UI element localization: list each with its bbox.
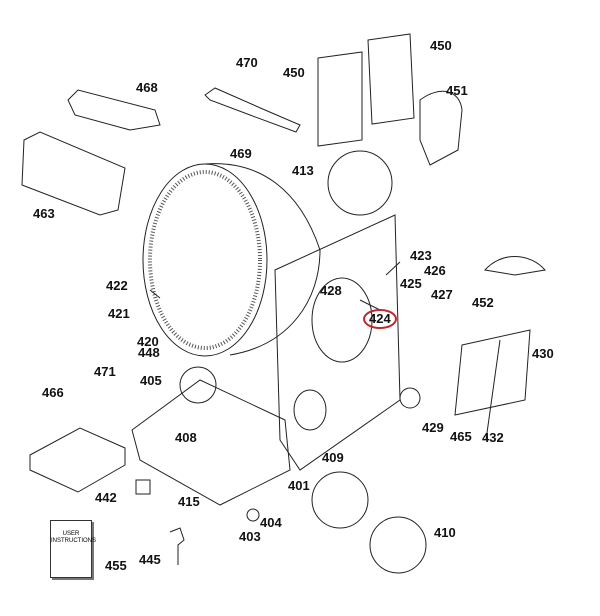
base-401 — [131, 379, 291, 506]
part-470 — [204, 87, 301, 133]
part-label-471[interactable]: 471 — [94, 364, 116, 379]
part-label-452[interactable]: 452 — [472, 295, 494, 310]
rear-panel-423 — [274, 214, 401, 471]
part-label-448[interactable]: 448 — [138, 345, 160, 360]
part-label-442[interactable]: 442 — [95, 490, 117, 505]
part-label-403[interactable]: 403 — [239, 529, 261, 544]
motor-405 — [179, 366, 217, 404]
rear-opening — [293, 389, 327, 431]
part-label-429[interactable]: 429 — [422, 420, 444, 435]
part-label-410[interactable]: 410 — [434, 525, 456, 540]
part-label-450[interactable]: 450 — [430, 38, 452, 53]
part-442 — [135, 479, 151, 495]
part-label-409[interactable]: 409 — [322, 450, 344, 465]
seal-429 — [399, 387, 421, 409]
part-label-421[interactable]: 421 — [108, 306, 130, 321]
part-label-404[interactable]: 404 — [260, 515, 282, 530]
part-label-415[interactable]: 415 — [178, 494, 200, 509]
part-label-423[interactable]: 423 — [410, 248, 432, 263]
fan-410b — [369, 516, 427, 574]
panel-450-left — [317, 51, 363, 147]
part-label-401[interactable]: 401 — [288, 478, 310, 493]
foot-404 — [246, 508, 260, 522]
part-label-455[interactable]: 455 — [105, 558, 127, 573]
part-label-426[interactable]: 426 — [424, 263, 446, 278]
panel-450-right — [367, 33, 415, 125]
part-label-465[interactable]: 465 — [450, 429, 472, 444]
part-label-450[interactable]: 450 — [283, 65, 305, 80]
fan-410a — [311, 471, 369, 529]
part-label-420[interactable]: 420 — [137, 334, 159, 349]
filter-463 — [21, 131, 126, 216]
part-label-427[interactable]: 427 — [431, 287, 453, 302]
inset-413 — [327, 150, 393, 216]
part-label-451[interactable]: 451 — [446, 83, 468, 98]
part-label-405[interactable]: 405 — [140, 373, 162, 388]
part-label-468[interactable]: 468 — [136, 80, 158, 95]
part-label-469[interactable]: 469 — [230, 146, 252, 161]
user-instructions-manual: USER INSTRUCTIONS — [50, 520, 96, 578]
part-label-445[interactable]: 445 — [139, 552, 161, 567]
part-label-422[interactable]: 422 — [106, 278, 128, 293]
part-label-425[interactable]: 425 — [400, 276, 422, 291]
duct-451 — [419, 90, 463, 166]
part-468 — [67, 89, 161, 131]
part-label-408[interactable]: 408 — [175, 430, 197, 445]
part-452 — [484, 256, 546, 276]
part-label-430[interactable]: 430 — [532, 346, 554, 361]
part-label-463[interactable]: 463 — [33, 206, 55, 221]
part-466 — [29, 427, 126, 493]
part-label-470[interactable]: 470 — [236, 55, 258, 70]
bracket-430 — [454, 329, 531, 416]
drum-469 — [142, 163, 268, 357]
plug-445 — [169, 527, 185, 565]
part-label-424-highlighted[interactable]: 424 — [363, 309, 397, 329]
part-label-466[interactable]: 466 — [42, 385, 64, 400]
part-label-428[interactable]: 428 — [320, 283, 342, 298]
part-label-432[interactable]: 432 — [482, 430, 504, 445]
part-label-413[interactable]: 413 — [292, 163, 314, 178]
